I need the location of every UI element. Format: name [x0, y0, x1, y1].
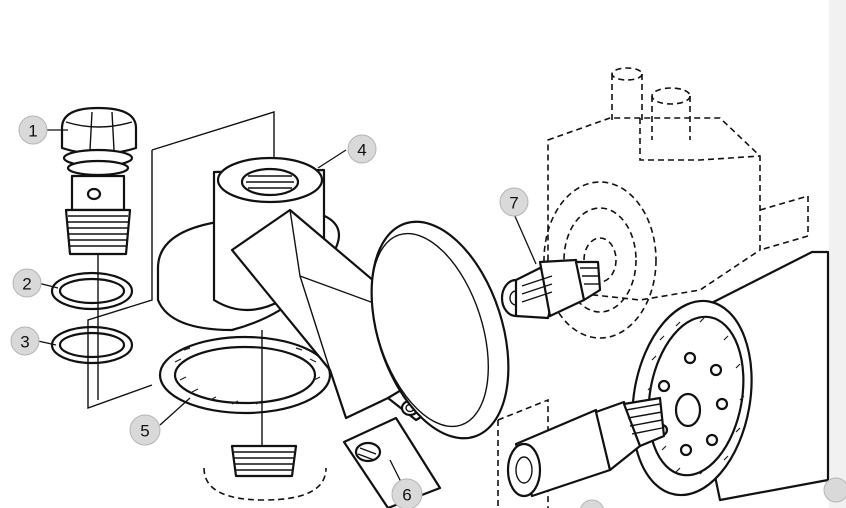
callout-4-label: 4 [357, 141, 366, 160]
callout-partial-right [823, 477, 846, 503]
callout-6: 6 [391, 478, 423, 508]
gasket-ring [158, 335, 332, 415]
oil-filter-canister [631, 250, 830, 502]
callout-5-label: 5 [140, 422, 149, 441]
callout-6-label: 6 [402, 486, 411, 505]
drain-plug-fitting [203, 330, 327, 501]
callout-3-label: 3 [20, 333, 29, 352]
banjo-bolt [60, 106, 138, 256]
filter-head-housing [156, 156, 448, 422]
callout-7-label: 7 [509, 194, 518, 213]
callout-2: 2 [12, 268, 42, 298]
callout-4: 4 [347, 134, 377, 164]
threaded-hollow-bolt [506, 396, 666, 498]
callout-1-label: 1 [28, 122, 37, 141]
callout-partial-bottom [580, 499, 604, 508]
callout-3: 3 [10, 326, 40, 356]
sealing-washer-lower [50, 325, 134, 365]
callout-1: 1 [18, 115, 48, 145]
callout-5: 5 [129, 414, 161, 446]
sealing-washer-upper [50, 271, 134, 311]
callout-7: 7 [499, 187, 529, 217]
mounting-plate [370, 220, 510, 440]
callout-2-label: 2 [22, 275, 31, 294]
gasket-plane-outline [87, 111, 275, 409]
engine-block-outline [497, 67, 809, 508]
adaptor-union [500, 258, 602, 320]
